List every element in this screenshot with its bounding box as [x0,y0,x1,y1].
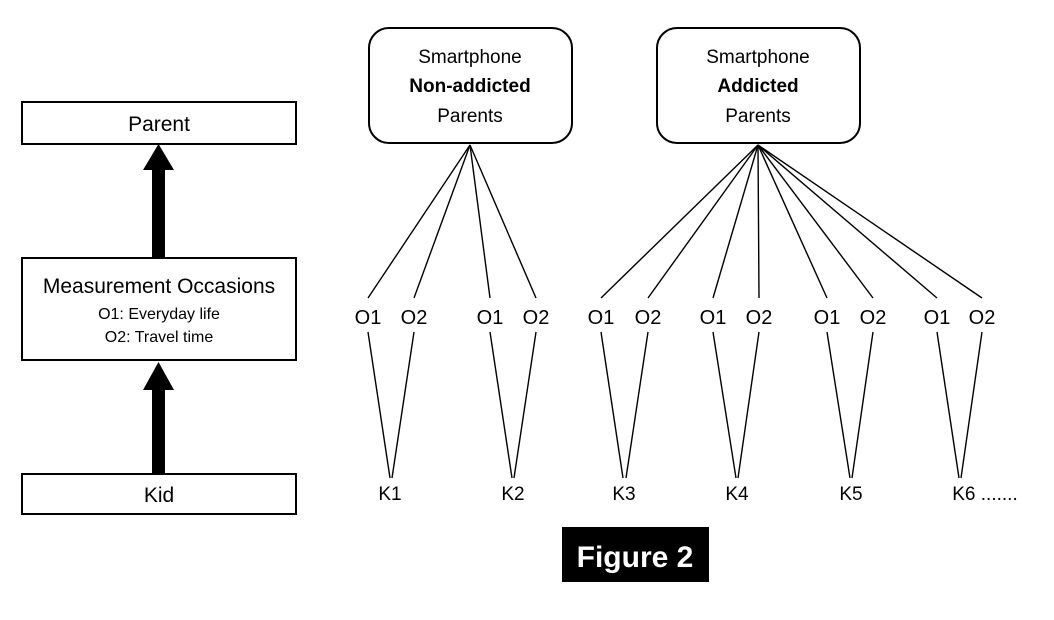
occasion-o1-description: O1: Everyday life [98,306,220,323]
arrow-head [143,362,174,390]
non-addicted-line-3: Parents [437,106,502,127]
o-label-k4-o2: O2 [746,307,773,329]
parent-box-label: Parent [128,113,190,136]
addicted-line-2: Addicted [717,76,798,97]
v-line-k5-right [851,331,874,479]
o-label-k1-o1: O1 [355,307,382,329]
v-line-k4-right [737,331,760,479]
v-line-k6-right [960,331,983,479]
fan-line-k1-o2 [413,144,471,299]
v-line-k6-left [936,331,960,479]
occasion-o2-description: O2: Travel time [105,329,214,346]
v-line-k5-left [826,331,851,479]
fan-line-k2-o1 [469,144,491,299]
addicted-box-rect [656,27,861,144]
arrow-kid-to-occasions [143,362,174,474]
arrow-shaft [152,386,165,474]
fan-line-k1-o1 [367,144,471,299]
group-non-addicted: Smartphone Non-addicted Parents O1 O2 O1… [355,27,573,505]
v-line-k4-left [712,331,737,479]
caption-label: Figure 2 [577,541,694,574]
fan-line-k6-o1 [757,144,938,299]
non-addicted-line-1: Smartphone [418,47,522,68]
kid-box-label: Kid [144,484,174,507]
addicted-fan-lines [600,144,983,299]
o-label-k6-o1: O1 [924,307,951,329]
box-measurement-occasions: Measurement Occasions O1: Everyday life … [21,257,297,361]
group-addicted: Smartphone Addicted Parents O1 O2 O1 O2 … [588,27,1018,505]
v-line-k3-right [625,331,649,479]
v-line-k3-left [600,331,624,479]
arrow-occasions-to-parent [143,144,174,258]
o-label-k5-o1: O1 [814,307,841,329]
non-addicted-line-2: Non-addicted [409,76,530,97]
left-panel-group: Parent Measurement Occasions O1: Everyda… [21,101,297,515]
addicted-line-1: Smartphone [706,47,810,68]
addicted-line-3: Parents [725,106,790,127]
kid-label-k5: K5 [839,484,862,505]
caption-background [562,527,709,582]
arrow-head [143,144,174,170]
v-line-k1-right [391,331,415,479]
parent-box-rect [21,101,297,145]
fan-line-k5-o2 [757,144,874,299]
kid-label-k2: K2 [501,484,524,505]
measurement-occasions-box-label: Measurement Occasions [43,275,275,298]
v-line-k2-left [489,331,513,479]
measurement-occasions-box-rect [21,257,297,361]
o-label-k4-o1: O1 [700,307,727,329]
fan-line-k6-o2 [757,144,983,299]
kid-label-k3: K3 [612,484,635,505]
o-label-k3-o2: O2 [635,307,662,329]
kid-label-k4: K4 [725,484,749,505]
non-addicted-box-rect [368,27,573,144]
box-parent: Parent [21,101,297,145]
fan-line-k3-o1 [600,144,759,299]
fan-line-k5-o1 [757,144,828,299]
o-label-k5-o2: O2 [860,307,887,329]
non-addicted-fan-lines [367,144,537,299]
fan-line-k3-o2 [647,144,759,299]
fan-line-k4-o2 [757,144,760,299]
fan-line-k4-o1 [712,144,759,299]
non-addicted-kid-lines [367,331,537,479]
addicted-kid-lines [600,331,983,479]
o-label-k3-o1: O1 [588,307,615,329]
o-label-k6-o2: O2 [969,307,996,329]
o-label-k2-o2: O2 [523,307,550,329]
figure-caption-badge: Figure 2 [562,527,709,582]
kid-box-rect [21,473,297,515]
kid-label-k6: K6 ....... [952,484,1017,505]
arrow-shaft [152,166,165,258]
box-kid: Kid [21,473,297,515]
kid-label-k1: K1 [378,484,401,505]
fan-line-k2-o2 [469,144,537,299]
v-line-k2-right [513,331,537,479]
v-line-k1-left [367,331,391,479]
o-label-k1-o2: O2 [401,307,428,329]
o-label-k2-o1: O1 [477,307,504,329]
